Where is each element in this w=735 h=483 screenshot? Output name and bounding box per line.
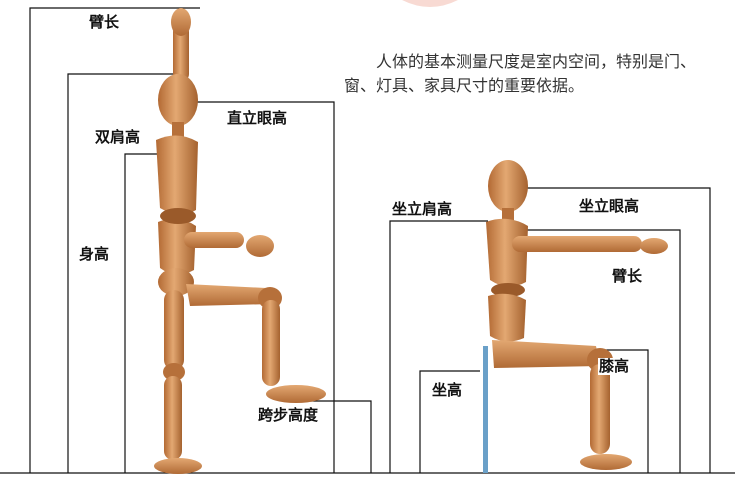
bracket-body-height [67, 73, 188, 473]
stool-pole [483, 346, 488, 473]
standing-mannequin-figure [154, 8, 326, 474]
standing-brackets [29, 7, 372, 473]
bracket-seated-eye-height [520, 187, 711, 473]
intro-paragraph: 人体的基本测量尺度是室内空间，特别是门、窗、灯具、家具尺寸的重要依据。 [344, 52, 697, 95]
bracket-seated-height [419, 370, 480, 473]
label-seated-eye-height: 坐立眼高 [578, 197, 641, 215]
label-body-height: 身高 [78, 245, 111, 263]
label-seated-shoulder-height: 坐立肩高 [391, 200, 454, 218]
bracket-seated-shoulder-height [389, 220, 488, 473]
label-step-height: 跨步高度 [257, 406, 320, 424]
bracket-step-height [300, 400, 372, 473]
label-arm-length: 臂长 [88, 13, 121, 31]
bracket-arm-length [29, 7, 200, 473]
label-standing-eye-height: 直立眼高 [226, 109, 289, 127]
decorative-shape [402, 0, 458, 7]
label-arm-length-seated: 臂长 [611, 267, 644, 285]
label-knee-height: 膝高 [598, 357, 631, 375]
seated-mannequin-figure [483, 160, 668, 473]
bracket-standing-eye-height [190, 101, 335, 473]
label-seated-height: 坐高 [431, 381, 464, 399]
seated-brackets [389, 187, 711, 473]
bracket-arm-length-seated [500, 229, 681, 473]
label-shoulder-height: 双肩高 [94, 128, 142, 146]
